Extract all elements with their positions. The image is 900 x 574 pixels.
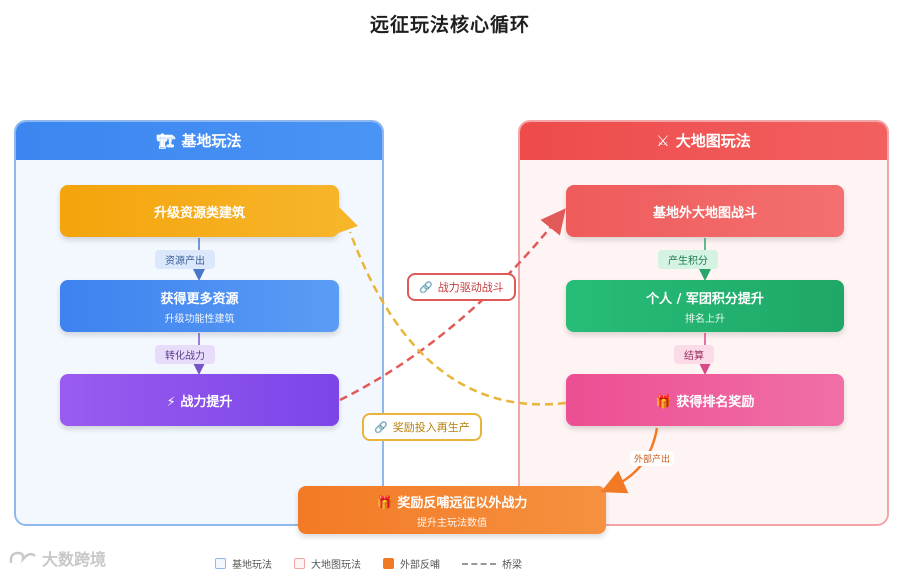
watermark-logo-icon	[9, 551, 36, 564]
settlement-label: 结算	[674, 345, 714, 364]
map-gameplay-title: 大地图玩法	[675, 132, 751, 150]
external-output-label: 外部产出	[630, 451, 675, 466]
ranking-reward-node: 🎁 获得排名奖励	[566, 374, 844, 426]
base-gameplay-header: 🏗 基地玩法	[16, 122, 382, 160]
legend-swatch-external	[383, 558, 394, 569]
map-gameplay-header: ⚔ 大地图玩法	[520, 122, 887, 160]
building-icon: 🏗	[156, 132, 176, 150]
convert-power-label: 转化战力	[155, 345, 215, 364]
bridge-power-drives-battle: 🔗 战力驱动战斗	[407, 273, 516, 301]
resource-output-label: 资源产出	[155, 250, 215, 269]
external-feedback-node: 🎁 奖励反哺远征以外战力 提升主玩法数值	[298, 486, 606, 534]
lightning-icon: ⚡	[166, 394, 176, 410]
link-icon: 🔗	[419, 280, 433, 294]
legend-item-external: 外部反哺	[383, 556, 440, 571]
generate-points-label: 产生积分	[658, 250, 718, 269]
legend-item-map: 大地图玩法	[294, 556, 361, 571]
legend-item-bridge: 桥梁	[462, 556, 522, 571]
power-increase-node: ⚡ 战力提升	[60, 374, 339, 426]
points-increase-node: 个人 / 军团积分提升 排名上升	[566, 280, 844, 332]
legend-dash-bridge	[462, 562, 496, 565]
diagram-title: 远征玩法核心循环	[369, 14, 530, 36]
gift-icon: 🎁	[376, 495, 393, 511]
bridge-reward-reinvest: 🔗 奖励投入再生产	[362, 413, 482, 441]
gain-more-resources-node: 获得更多资源 升级功能性建筑	[60, 280, 339, 332]
upgrade-resource-building-node: 升级资源类建筑	[60, 185, 339, 237]
legend-swatch-base	[215, 558, 226, 569]
crossed-swords-icon: ⚔	[656, 132, 670, 150]
legend: 基地玩法 大地图玩法 外部反哺 桥梁	[215, 556, 522, 571]
link-icon: 🔗	[374, 420, 388, 434]
legend-swatch-map	[294, 558, 305, 569]
legend-item-base: 基地玩法	[215, 556, 272, 571]
base-gameplay-title: 基地玩法	[181, 132, 242, 150]
gift-icon: 🎁	[655, 394, 672, 410]
watermark: 大数跨境	[8, 546, 106, 570]
map-battle-node: 基地外大地图战斗	[566, 185, 844, 237]
